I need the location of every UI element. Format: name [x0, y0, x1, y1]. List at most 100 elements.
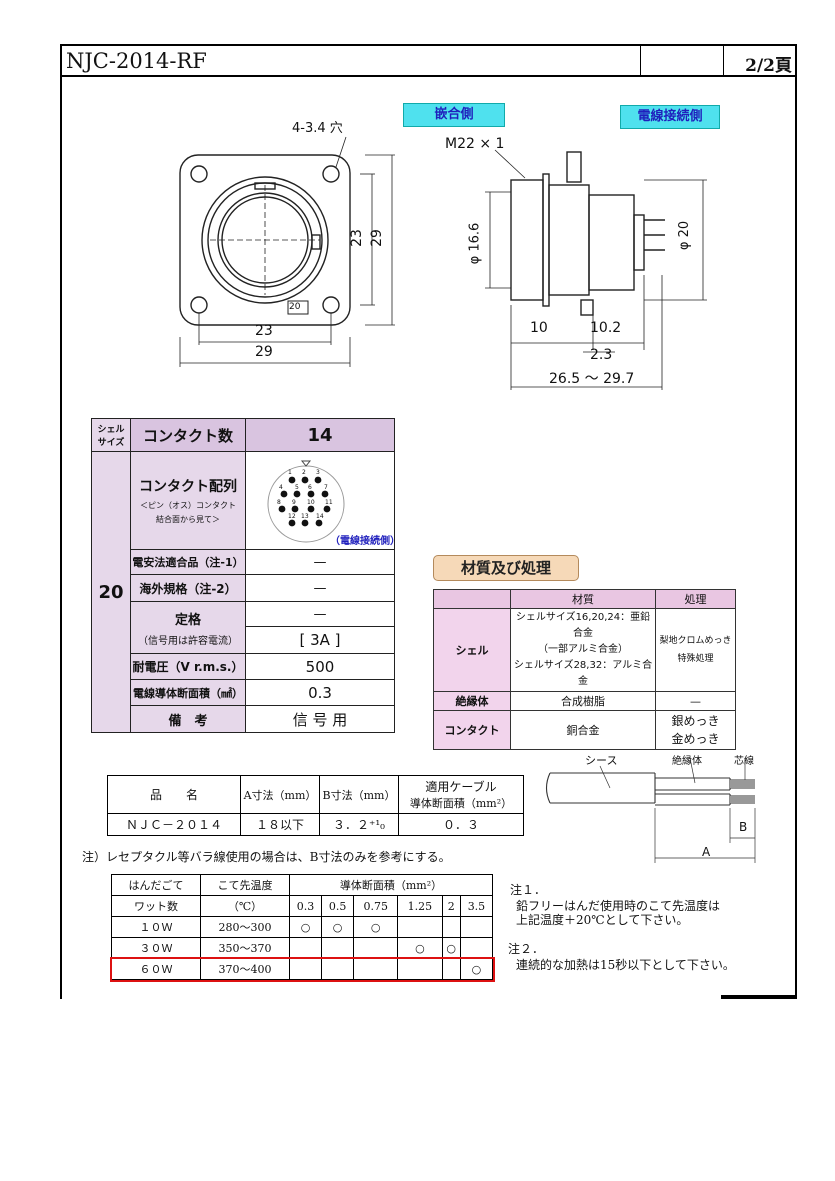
- table-row: ３０Ｗ 350～370 ○ ○: [111, 937, 494, 959]
- pin-label: 9: [292, 499, 296, 506]
- materials-corner: [433, 589, 511, 609]
- solder-table: はんだごて こて先温度 導体断面積（mm²） ワット数 （℃） 0.3 0.5 …: [109, 874, 495, 982]
- dim-range: 26.5 ～ 29.7: [549, 371, 635, 387]
- note2-line1: 連続的な加熱は15秒以下として下さい。: [516, 958, 735, 972]
- mark-cell: ○: [397, 937, 443, 959]
- mark-cell: [353, 958, 399, 980]
- rating-sub: （信号用は許容電流）: [138, 635, 238, 647]
- core-label: 芯線: [734, 756, 754, 767]
- size-header: 0.3: [288, 895, 323, 917]
- materials-table: 材質 処理 シェル シェルサイズ16,20,24：亜鉛合金 （一部アルミ合金） …: [433, 589, 736, 750]
- shell-treatment-line1: 梨地クロムめっき: [659, 636, 732, 646]
- cable-drawing: [545, 757, 756, 863]
- watt-cell: １０Ｗ: [111, 916, 201, 938]
- remarks-header: 備 考: [130, 705, 246, 733]
- temp-cell: 370～400: [200, 958, 290, 980]
- shell-size-header: シェル サイズ: [91, 418, 131, 452]
- title-block-page-cell: 2/2頁: [723, 46, 796, 76]
- dim-10-2: 10.2: [590, 320, 622, 336]
- insulator-label: 絶縁体: [672, 756, 702, 767]
- dim-10: 10: [530, 320, 548, 336]
- shell-size-mark: 20: [289, 302, 301, 312]
- safety-value: —: [245, 549, 395, 575]
- layout-title: コンタクト配列: [139, 479, 237, 495]
- mark-cell: [459, 937, 494, 959]
- note1-label: 注１．: [510, 883, 547, 897]
- shell-treatment: 梨地クロムめっき 特殊処理: [655, 608, 736, 692]
- overseas-header: 海外規格（注-2）: [130, 574, 246, 602]
- cable-header: 適用ケーブル 導体断面積（mm²）: [398, 775, 524, 814]
- wire-area-header: 電線導体断面積（㎟）: [130, 679, 246, 706]
- shell-size-value: 20: [91, 451, 131, 733]
- table-row-highlighted: ６０Ｗ 370～400 ○: [109, 956, 495, 982]
- sheath-label: シース: [585, 754, 618, 767]
- mark-cell: [441, 916, 461, 938]
- front-view-drawing: [179, 136, 395, 367]
- size-header: 0.75: [353, 895, 399, 917]
- rating-value: —: [245, 601, 395, 627]
- mark-cell: [288, 937, 323, 959]
- main-note: 注）レセプタクル等バラ線使用の場合は、B寸法のみを参考にする。: [82, 850, 451, 864]
- tip-temp-header-1: こて先温度: [200, 874, 290, 896]
- layout-cell: 1 2 3 4 5 6 7 8 9 10 11 12 13 14 （電線接続側）: [245, 451, 400, 550]
- rating-header: 定格 （信号用は許容電流）: [130, 601, 246, 654]
- rating-current-value: [ 3A ]: [245, 626, 395, 654]
- note1-line2: 上記温度＋20℃として下さい。: [516, 913, 689, 927]
- dim-a-label: A: [702, 845, 711, 859]
- pin-label: 6: [308, 484, 312, 491]
- layout-sub2: 結合面から見て＞: [156, 515, 220, 524]
- pin-label: 3: [316, 469, 320, 476]
- pin-label: 5: [295, 484, 299, 491]
- pin-label: 10: [307, 499, 315, 506]
- contact-treatment-line1: 銀めっき: [671, 714, 720, 728]
- dim-29-vertical: 29: [368, 229, 385, 247]
- size-header: 3.5: [459, 895, 494, 917]
- materials-title: 材質及び処理: [433, 555, 579, 581]
- spec-table: シェル サイズ コンタクト数 14 20 コンタクト配列 ＜ピン（オス）コンタク…: [91, 418, 400, 733]
- mating-side-label: 嵌合側: [403, 103, 505, 127]
- mark-cell: [441, 958, 461, 980]
- title-block-cell: [640, 46, 724, 75]
- wire-side-label: 電線接続側: [620, 105, 720, 129]
- iron-watt-header-1: はんだごて: [111, 874, 201, 896]
- contacts-header: コンタクト数: [130, 418, 246, 452]
- temp-cell: 350～370: [200, 937, 290, 959]
- mark-cell: ○: [321, 916, 355, 938]
- pin-label: 14: [316, 513, 324, 520]
- watt-cell: ６０Ｗ: [111, 958, 201, 980]
- mark-cell: [397, 916, 443, 938]
- contact-treatment-line2: 金めっき: [671, 732, 720, 746]
- iron-watt-header-2: ワット数: [111, 895, 201, 917]
- pin-label: 8: [277, 499, 281, 506]
- material-col-header: 材質: [510, 589, 656, 609]
- rating-title: 定格: [174, 612, 201, 628]
- temp-cell: 280～300: [200, 916, 290, 938]
- insulator-material: 合成樹脂: [510, 691, 656, 711]
- size-header: 2: [441, 895, 461, 917]
- pin-label: 13: [301, 513, 309, 520]
- voltage-header: 耐電圧（V r.m.s.）: [130, 653, 246, 680]
- voltage-value: 500: [245, 653, 395, 680]
- shell-material-line2: （一部アルミ合金）: [538, 644, 628, 655]
- size-header: 0.5: [321, 895, 355, 917]
- insulator-row-label: 絶縁体: [433, 691, 511, 711]
- document-title: NJC-2014-RF: [66, 49, 207, 73]
- contact-row-label: コンタクト: [433, 710, 511, 750]
- mark-cell: ○: [441, 937, 461, 959]
- dim-2-3: 2.3: [590, 347, 613, 363]
- layout-sub1: ＜ピン（オス）コンタクト: [140, 501, 236, 510]
- mark-cell: [397, 958, 443, 980]
- shell-material-line3: シェルサイズ28,32：アルミ合金: [513, 660, 653, 687]
- a-dim-header: A寸法（mm）: [240, 775, 320, 814]
- dim-b-label: B: [739, 820, 748, 834]
- part-table: 品 名 A寸法（mm） B寸法（mm） 適用ケーブル 導体断面積（mm²） ＮＪ…: [107, 775, 524, 836]
- dim-23-vertical: 23: [348, 229, 365, 247]
- mark-cell: ○: [288, 916, 323, 938]
- size-header: 1.25: [397, 895, 443, 917]
- dim-23-horizontal: 23: [255, 323, 273, 339]
- mark-cell: [321, 958, 355, 980]
- treatment-col-header: 処理: [655, 589, 736, 609]
- part-name-header: 品 名: [107, 775, 241, 814]
- shell-material-line1: シェルサイズ16,20,24：亜鉛合金: [515, 612, 651, 639]
- shell-material: シェルサイズ16,20,24：亜鉛合金 （一部アルミ合金） シェルサイズ28,3…: [510, 608, 656, 692]
